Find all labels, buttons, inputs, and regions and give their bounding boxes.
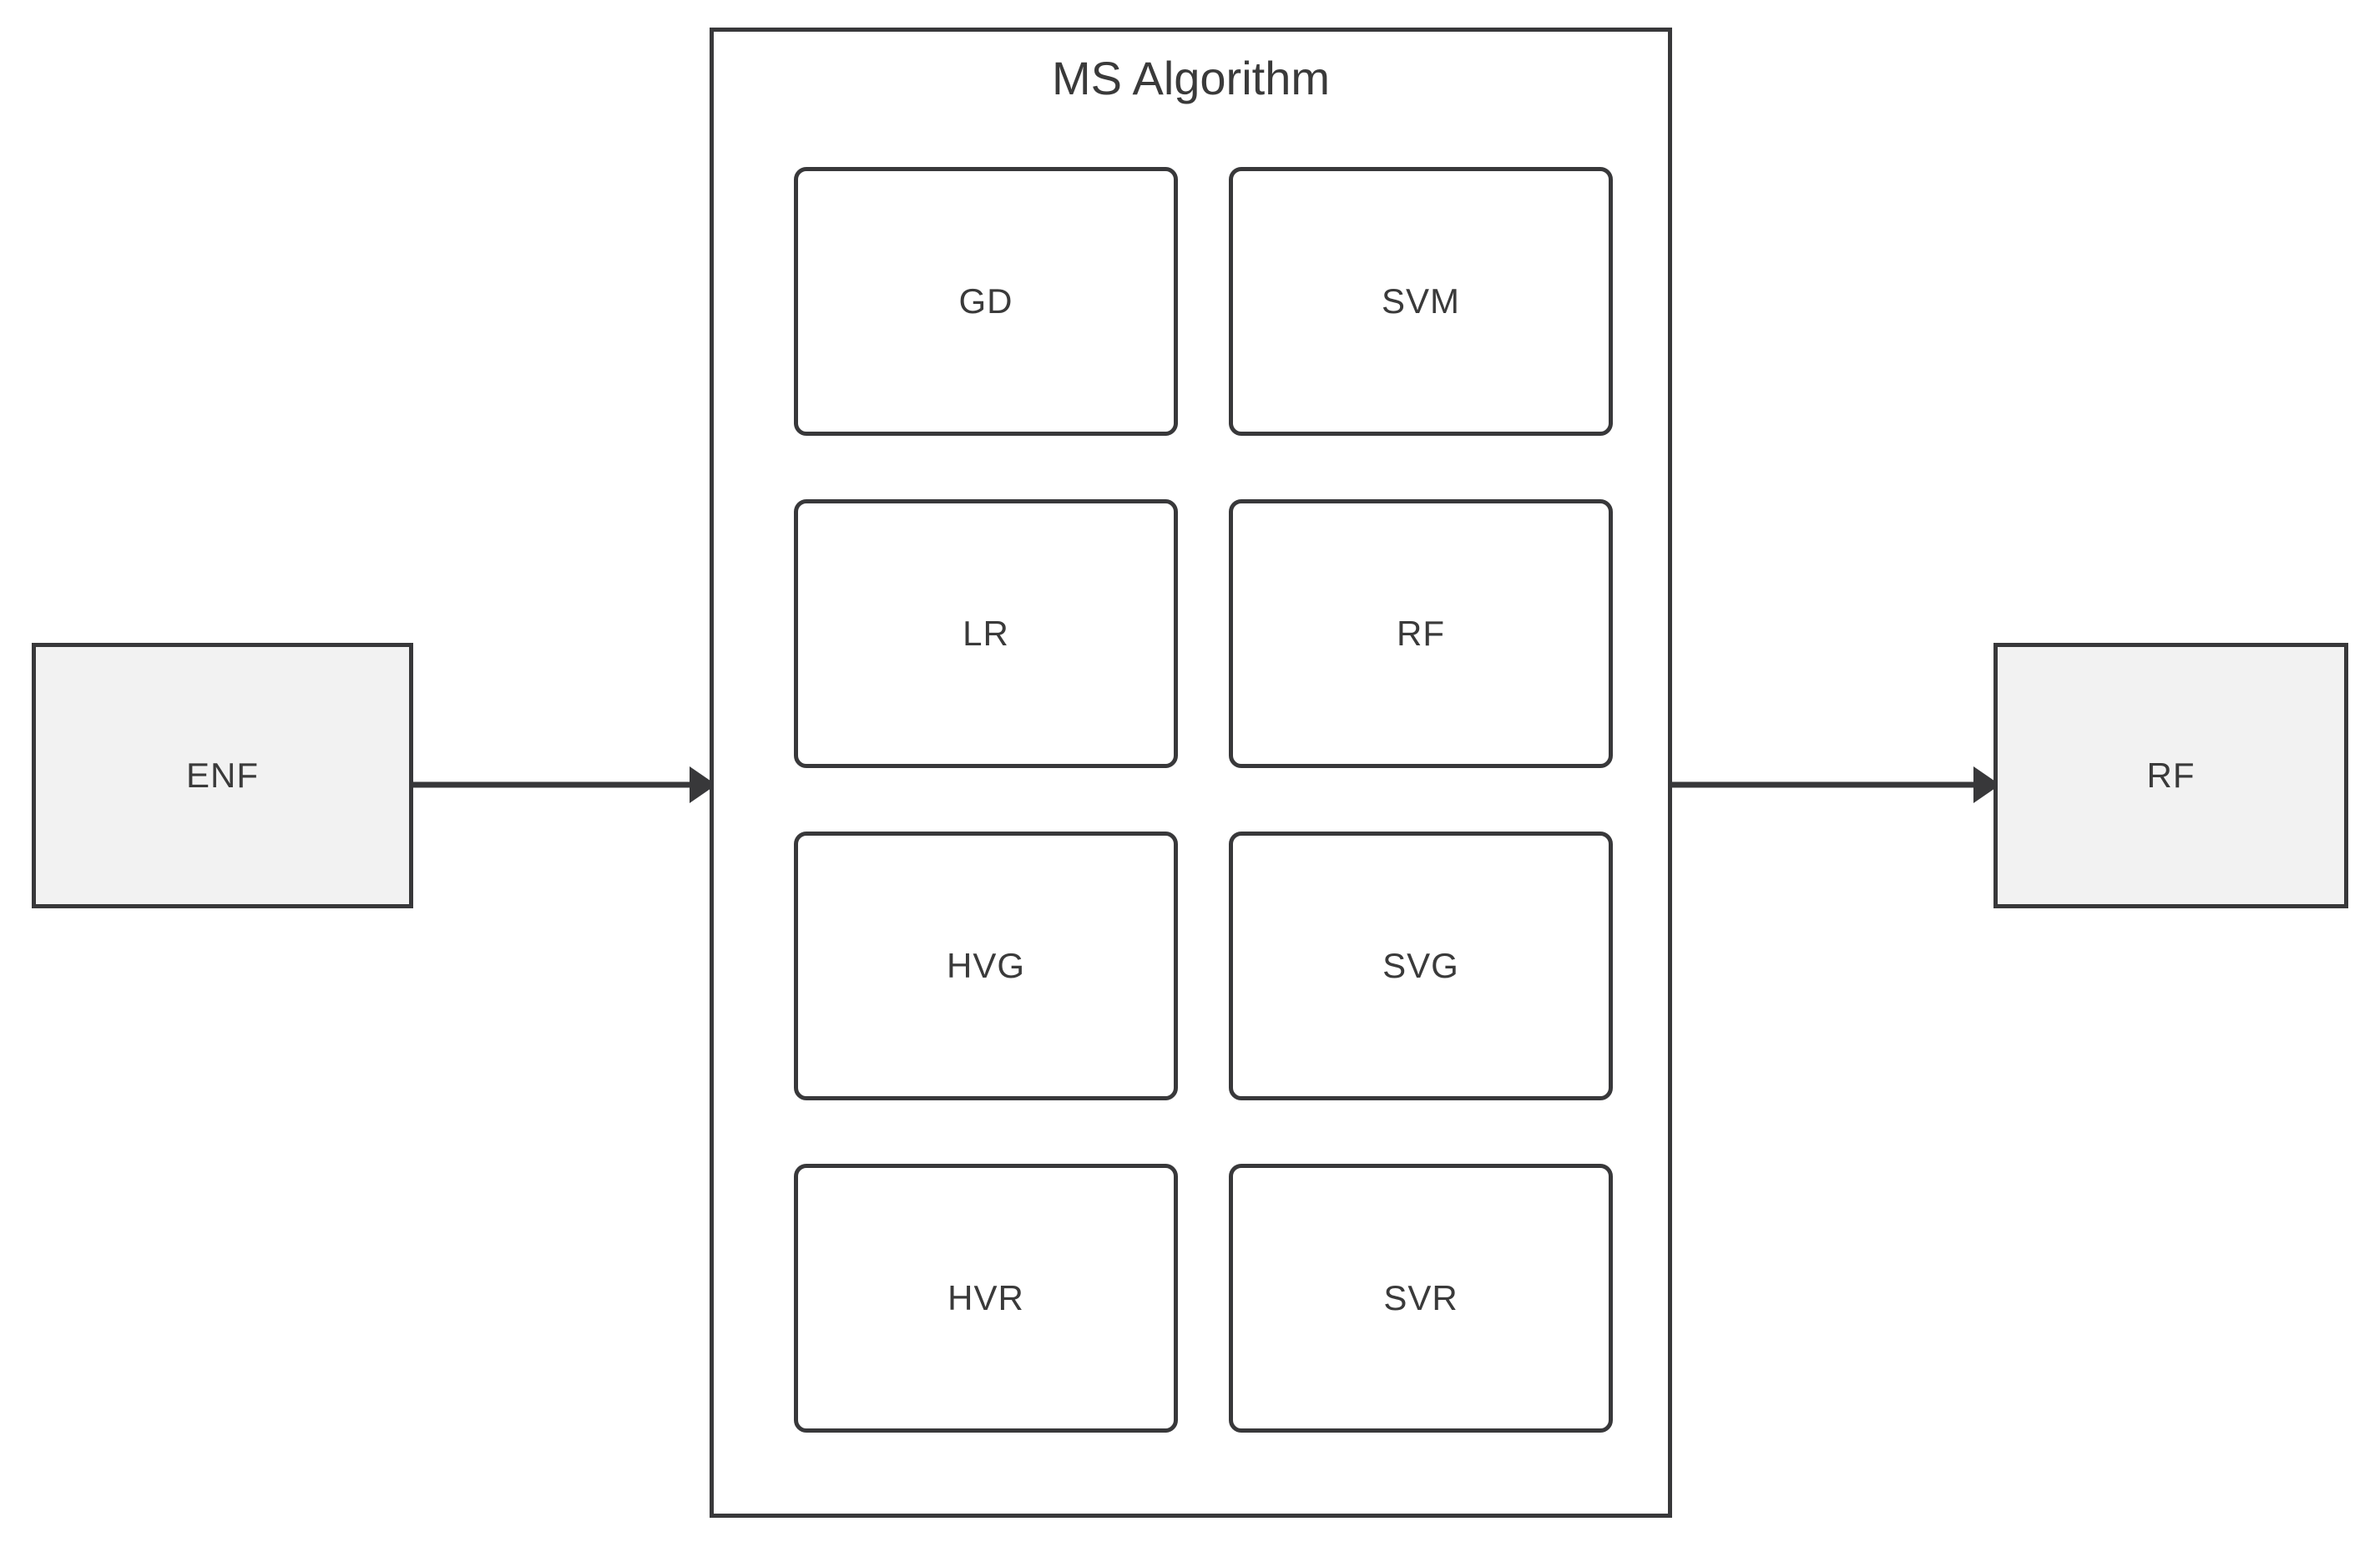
algorithm-grid: GD SVM LR RF HVG SVG HVR SVR <box>794 167 1613 1434</box>
arrow-input-to-container <box>412 766 716 803</box>
algorithm-card-label: HVG <box>946 946 1025 985</box>
algorithm-card-label: LR <box>963 614 1009 653</box>
algorithm-card-svr[interactable]: SVR <box>1229 1164 1613 1433</box>
output-node-rf[interactable]: RF <box>1993 643 2348 908</box>
algorithm-card-hvr[interactable]: HVR <box>794 1164 1178 1433</box>
algorithm-card-label: SVG <box>1382 946 1459 985</box>
algorithm-card-label: SVR <box>1383 1278 1458 1317</box>
algorithm-card-svm[interactable]: SVM <box>1229 167 1613 436</box>
algorithm-card-rf[interactable]: RF <box>1229 499 1613 768</box>
algorithm-card-svg[interactable]: SVG <box>1229 832 1613 1100</box>
ms-algorithm-title: MS Algorithm <box>1052 52 1330 104</box>
input-node-enf[interactable]: ENF <box>32 643 413 908</box>
algorithm-card-label: RF <box>1397 614 1445 653</box>
algorithm-card-gd[interactable]: GD <box>794 167 1178 436</box>
input-node-label: ENF <box>186 756 259 795</box>
output-node-label: RF <box>2146 756 2196 795</box>
ms-algorithm-container: MS Algorithm GD SVM LR RF HVG SVG HVR <box>710 28 1672 1518</box>
algorithm-card-hvg[interactable]: HVG <box>794 832 1178 1100</box>
arrow-container-to-output <box>1670 766 2000 803</box>
algorithm-card-label: GD <box>958 281 1013 321</box>
algorithm-card-label: SVM <box>1381 281 1460 321</box>
algorithm-card-label: HVR <box>947 1278 1024 1317</box>
algorithm-card-lr[interactable]: LR <box>794 499 1178 768</box>
